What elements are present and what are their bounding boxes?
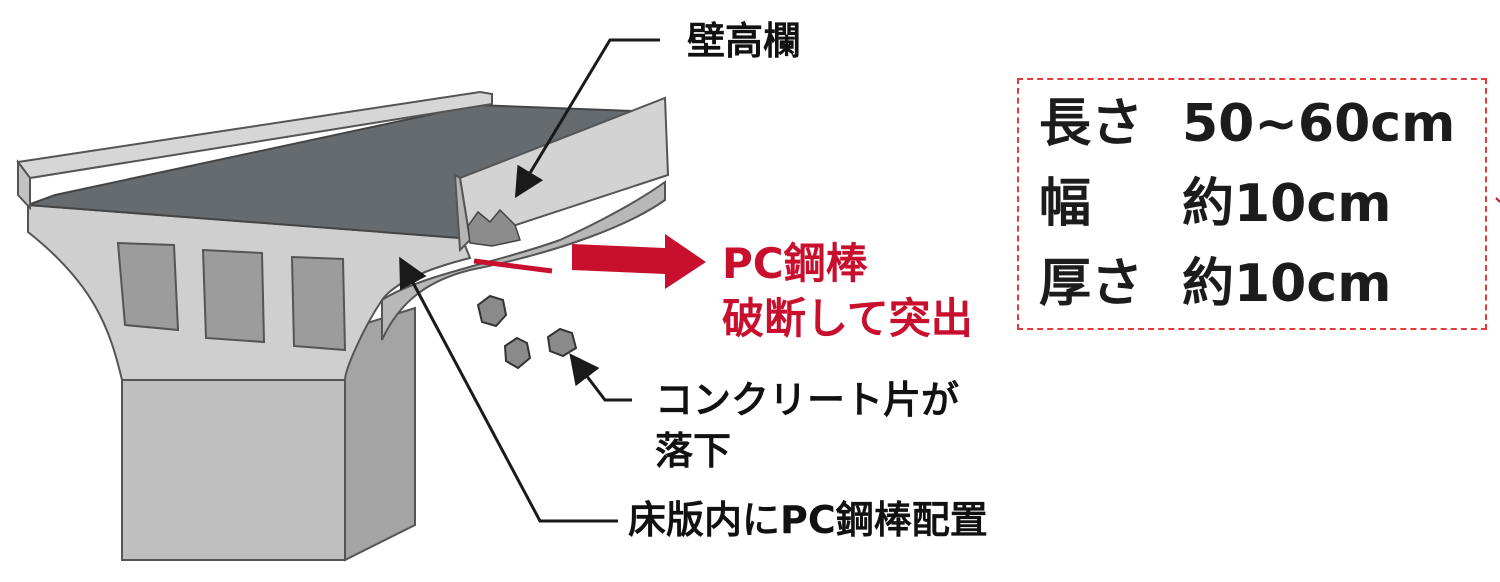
- spec-box: 長さ 50~60cm 幅 約10cm 厚さ 約10cm: [1017, 78, 1487, 330]
- leader-parapet: [514, 38, 660, 199]
- edge-mark: [1495, 197, 1500, 203]
- label-pc-bar-line1: PC鋼棒: [722, 239, 868, 288]
- spec-key: 厚さ: [1039, 254, 1144, 314]
- box-openings: [116, 241, 347, 352]
- near-parapet: [453, 96, 670, 253]
- spec-value: 約10cm: [1182, 254, 1392, 314]
- far-parapet: [16, 90, 493, 211]
- concrete-fragments: [476, 294, 578, 370]
- label-fragment-line2: 落下: [655, 429, 732, 473]
- spec-value: 約10cm: [1182, 174, 1392, 234]
- leader-fragments: [569, 353, 632, 402]
- spec-value: 50~60cm: [1182, 94, 1456, 154]
- spec-key: 長さ: [1039, 94, 1144, 154]
- label-pc-in-slab: 床版内にPC鋼棒配置: [628, 498, 988, 542]
- red-arrow: [572, 234, 706, 289]
- pc-bar-protrusion: [473, 258, 553, 274]
- leader-pc-in-slab: [399, 256, 618, 523]
- spec-key: 幅: [1039, 174, 1092, 234]
- label-pc-bar-line2: 破断して突出: [722, 294, 973, 343]
- pier-column: [121, 306, 416, 562]
- label-parapet: 壁高欄: [687, 19, 802, 63]
- label-fragment-line1: コンクリート片が: [655, 378, 960, 422]
